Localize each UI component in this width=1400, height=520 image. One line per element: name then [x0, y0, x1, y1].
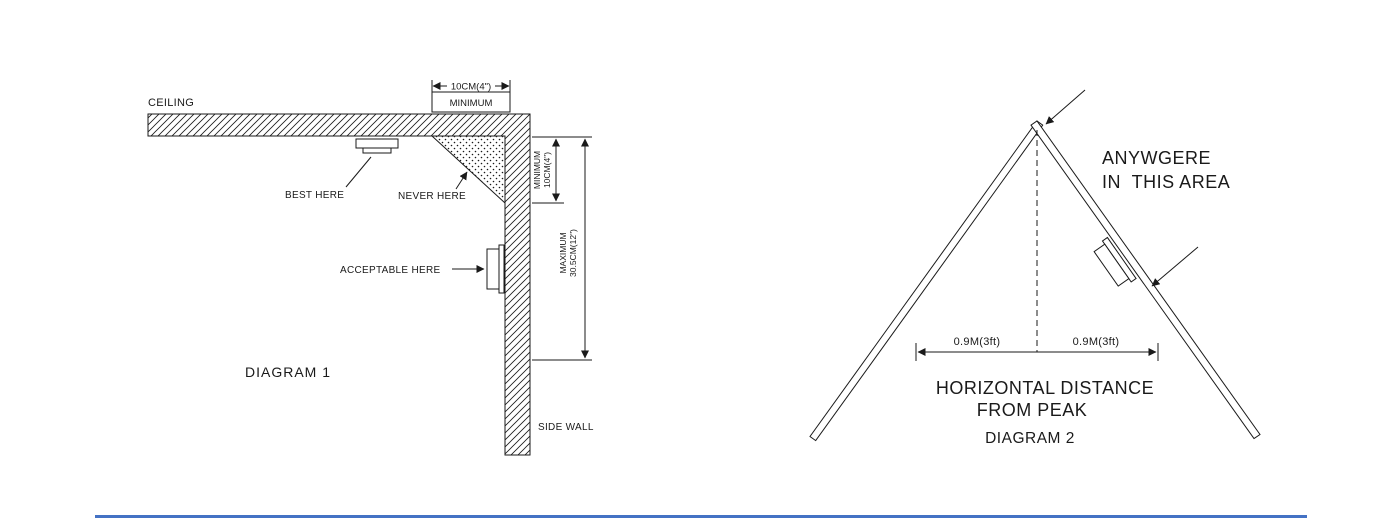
ceiling-and-wall-section [147, 113, 531, 456]
detector-on-slope [1093, 236, 1137, 287]
never-here-label: NEVER HERE [398, 191, 466, 202]
area-label-line2: IN THIS AREA [1102, 172, 1230, 192]
diagram2-title: DIAGRAM 2 [985, 430, 1075, 447]
minimum-dim-box [431, 91, 511, 113]
ceiling-label: CEILING [148, 97, 194, 109]
top-dim-label: MINIMUM [450, 98, 493, 109]
acceptable-here-label: ACCEPTABLE HERE [340, 265, 440, 276]
diagram-2: 0.9M(3ft) 0.9M(3ft) ANYWGERE IN THIS ARE… [809, 89, 1261, 447]
bottom-accent-rule [95, 515, 1307, 518]
max-dim-label: MAXIMUM [558, 232, 568, 273]
caption-line1: HORIZONTAL DISTANCE [936, 378, 1154, 398]
peak-pointer-arrow [1045, 89, 1086, 125]
left-dim-value: 0.9M(3ft) [954, 336, 1001, 348]
detector-acceptable-here [486, 244, 505, 294]
max-dim-value: 30.5CM(12") [568, 229, 578, 277]
best-here-label: BEST HERE [285, 190, 344, 201]
best-here-leader-line [345, 156, 372, 188]
min-dim-value: 10CM(4") [542, 152, 552, 188]
detector-pointer-arrow [1151, 246, 1199, 287]
roof-right-slope [1030, 120, 1261, 440]
never-here-leader-line [455, 171, 468, 190]
area-label-line1: ANYWGERE [1102, 148, 1211, 168]
right-dim-value: 0.9M(3ft) [1073, 336, 1120, 348]
min-dim-label: MINIMUM [532, 151, 542, 189]
top-dim-value: 10CM(4") [451, 82, 491, 93]
diagram-1: CEILING 10CM(4") MINIMUM BEST HERE NEVER… [147, 80, 594, 456]
caption-line2: FROM PEAK [977, 400, 1088, 420]
side-wall-label: SIDE WALL [538, 422, 594, 433]
roof-left-slope [809, 120, 1044, 442]
detector-best-here [355, 138, 399, 154]
never-here-zone [430, 135, 506, 205]
diagram1-title: DIAGRAM 1 [245, 364, 331, 380]
